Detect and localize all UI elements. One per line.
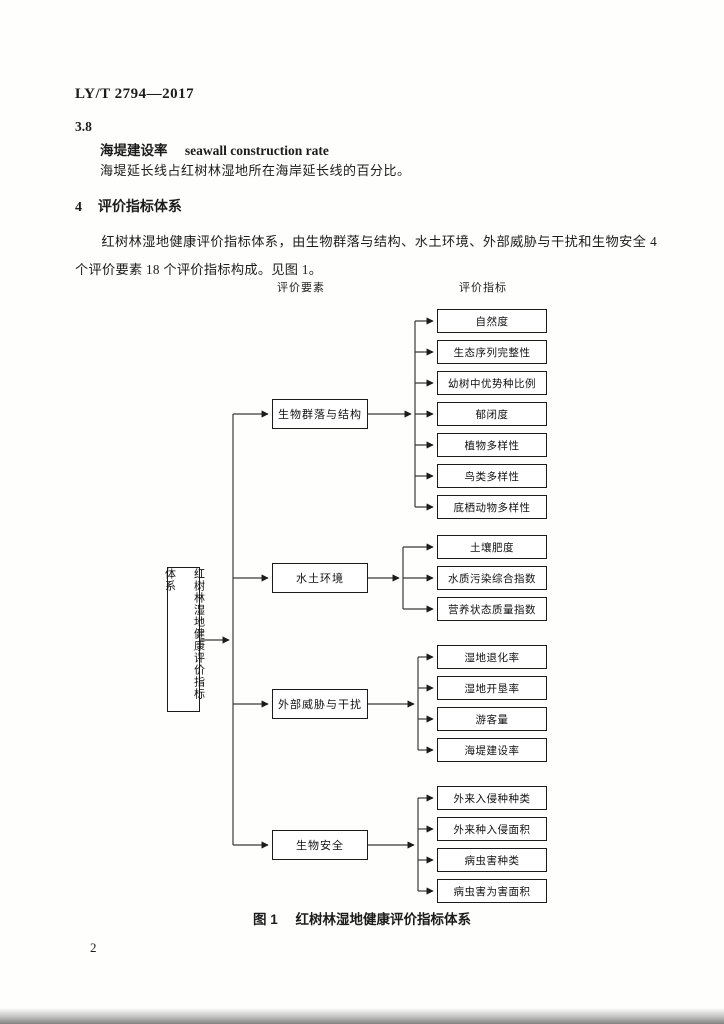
indicator-node: 营养状态质量指数 (437, 597, 547, 621)
indicator-node: 自然度 (437, 309, 547, 333)
indicator-node: 湿地退化率 (437, 645, 547, 669)
section-heading: 4 评价指标体系 (75, 196, 182, 216)
term-line: 海堤建设率 seawall construction rate (100, 139, 329, 159)
section-paragraph: 红树林湿地健康评价指标体系，由生物群落与结构、水土环境、外部威胁与干扰和生物安全… (75, 234, 657, 277)
column-header-elements: 评价要素 (277, 282, 325, 294)
indicator-node: 海堤建设率 (437, 738, 547, 762)
indicator-node: 外来种入侵面积 (437, 817, 547, 841)
indicator-node: 郁闭度 (437, 402, 547, 426)
scan-edge-shadow (0, 1008, 724, 1024)
section-number: 4 (75, 200, 82, 215)
group-node-biosafety: 生物安全 (272, 830, 368, 860)
indicator-node: 病虫害种类 (437, 848, 547, 872)
indicator-node: 底栖动物多样性 (437, 495, 547, 519)
indicator-node: 土壤肥度 (437, 535, 547, 559)
group-node-water-soil: 水土环境 (272, 563, 368, 593)
indicator-node: 幼树中优势种比例 (437, 371, 547, 395)
figure-caption-text: 红树林湿地健康评价指标体系 (295, 912, 472, 927)
indicator-group-3: 湿地退化率 湿地开垦率 游客量 海堤建设率 (437, 645, 547, 762)
root-node: 红树林湿地健康评价指标体系 (164, 567, 205, 712)
indicator-node: 水质污染综合指数 (437, 566, 547, 590)
indicator-node: 外来入侵种种类 (437, 786, 547, 810)
clause-number: 3.8 (75, 119, 92, 134)
term-english: seawall construction rate (184, 143, 329, 158)
indicator-group-4: 外来入侵种种类 外来种入侵面积 病虫害种类 病虫害为害面积 (437, 786, 547, 903)
indicator-node: 鸟类多样性 (437, 464, 547, 488)
figure-caption: 图 1 红树林湿地健康评价指标体系 (6, 908, 718, 928)
indicator-node: 湿地开垦率 (437, 676, 547, 700)
figure-caption-label: 图 1 (252, 912, 278, 927)
indicator-node: 植物多样性 (437, 433, 547, 457)
indicator-node: 病虫害为害面积 (437, 879, 547, 903)
group-node-bio-community: 生物群落与结构 (272, 399, 368, 429)
indicator-node: 游客量 (437, 707, 547, 731)
indicator-group-2: 土壤肥度 水质污染综合指数 营养状态质量指数 (437, 535, 547, 621)
term-definition: 海堤延长线占红树林湿地所在海岸延长线的百分比。 (100, 163, 411, 178)
indicator-group-1: 自然度 生态序列完整性 幼树中优势种比例 郁闭度 植物多样性 鸟类多样性 底栖动… (437, 309, 547, 519)
indicator-node: 生态序列完整性 (437, 340, 547, 364)
column-header-indicators: 评价指标 (459, 282, 507, 294)
document-code: LY/T 2794—2017 (75, 86, 195, 102)
section-title: 评价指标体系 (97, 198, 182, 214)
page-number: 2 (90, 940, 97, 955)
group-node-external-threat: 外部威胁与干扰 (272, 689, 368, 719)
term-chinese: 海堤建设率 (100, 143, 168, 158)
